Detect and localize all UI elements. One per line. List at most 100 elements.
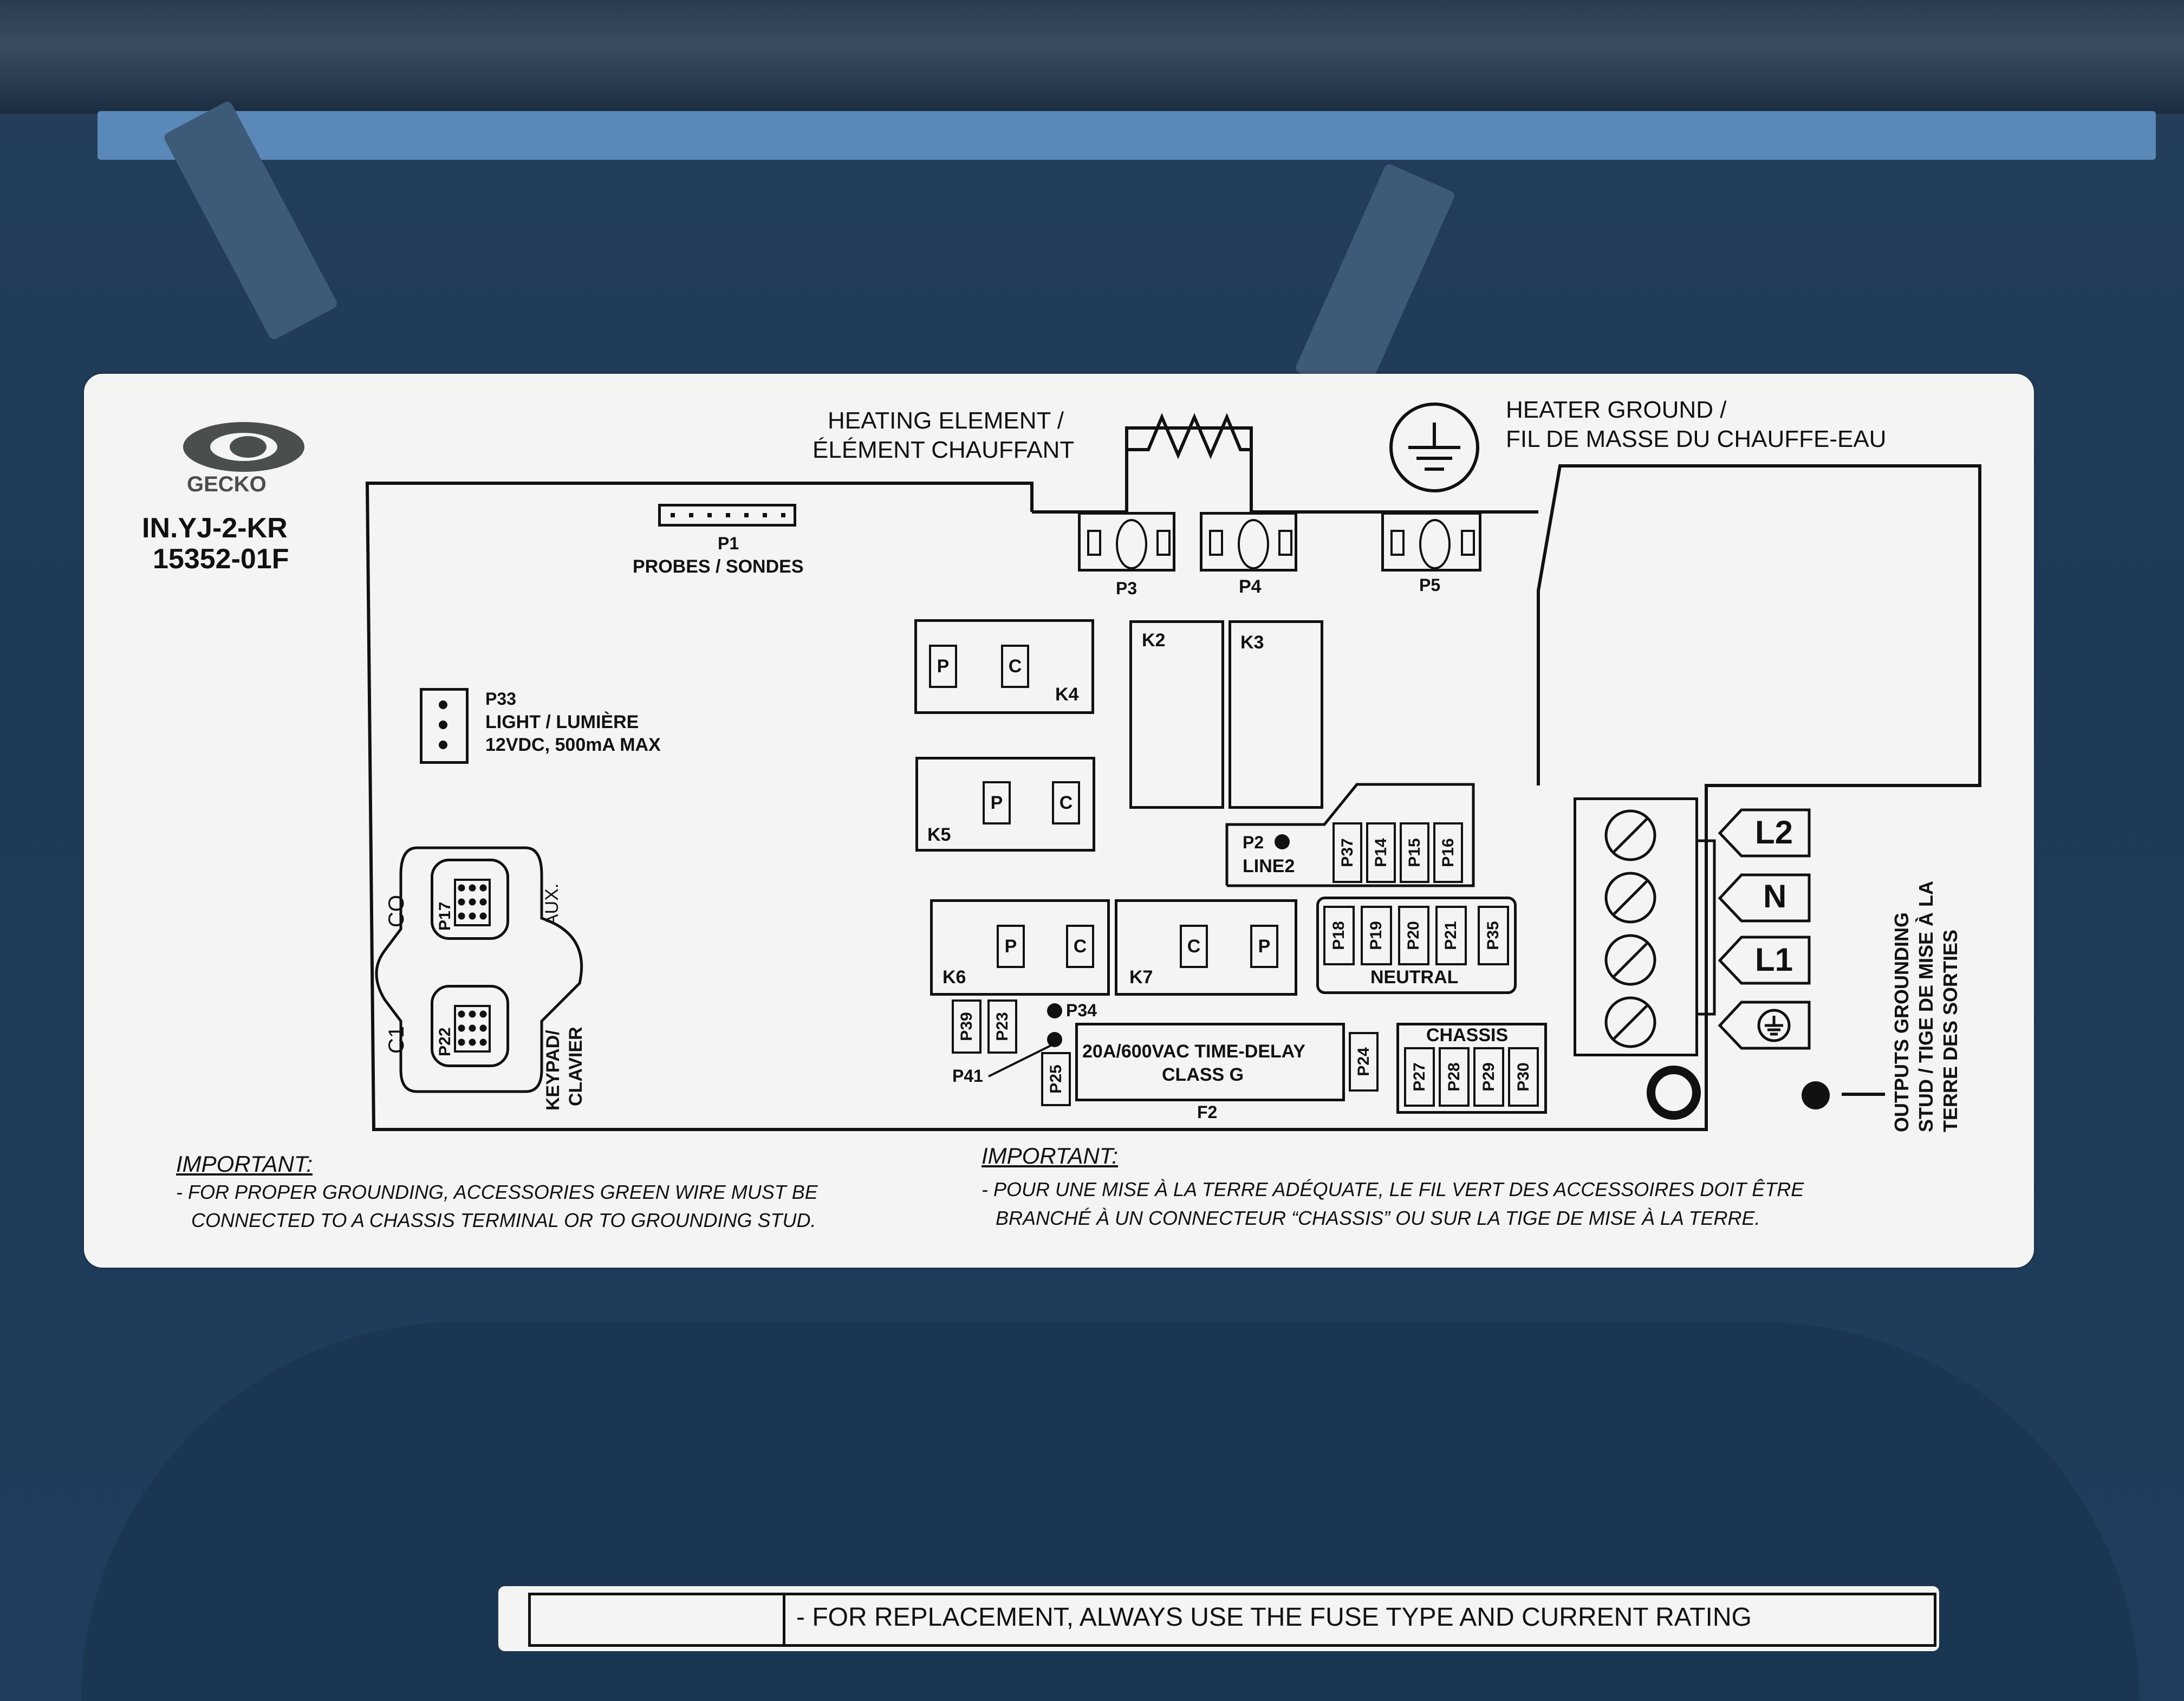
heating-element-line2: ÉLÉMENT CHAUFFANT [812,437,1075,463]
p30-terminal: P30 [1508,1047,1539,1107]
p39-terminal: P39 [952,999,981,1054]
important-fr-line2: BRANCHÉ À UN CONNECTEUR “CHASSIS” OU SUR… [996,1207,1760,1229]
chassis-block [1396,1023,1547,1114]
light-label: LIGHT / LUMIÈRE [485,712,639,732]
important-fr-title: IMPORTANT: [981,1143,1118,1168]
outputs-grounding-line3: TERRE DES SORTIES [1939,929,1961,1132]
p4-label: P4 [1239,576,1262,597]
relay-k4-c: C [1001,645,1029,688]
neutral-block [1316,897,1517,994]
heater-ground-line2: FIL DE MASSE DU CHAUFFE-EAU [1506,426,1887,452]
p4-connector [1200,512,1297,572]
probes-label: PROBES / SONDES [633,556,804,577]
heating-element-line1: HEATING ELEMENT / [828,407,1064,434]
outputs-grounding-line1: OUTPUTS GROUNDING [1890,912,1913,1132]
light-rating: 12VDC, 500mA MAX [485,735,661,755]
relay-k2 [1129,620,1224,809]
relay-k3-label: K3 [1240,632,1264,653]
p34-dot-icon [1047,1003,1062,1018]
p22-connector [431,985,509,1067]
important-en-line2: CONNECTED TO A CHASSIS TERMINAL OR TO GR… [191,1209,816,1231]
relay-k5-label: K5 [927,824,951,845]
p1-connector [658,504,796,527]
p35-terminal: P35 [1478,906,1509,965]
relay-k7 [1115,899,1297,996]
fuse-f2 [1075,1023,1345,1101]
line2-label: LINE2 [1243,856,1295,877]
p25-terminal: P25 [1041,1052,1071,1106]
wiring-label [84,374,2034,1268]
chassis-label: CHASSIS [1426,1025,1509,1046]
relay-k3 [1228,620,1323,809]
heater-ground-line1: HEATER GROUND / [1506,397,1727,423]
p18-terminal: P18 [1323,906,1355,965]
relay-k2-label: K2 [1142,630,1166,651]
relay-k7-c: C [1180,925,1208,968]
line2-block [1225,783,1475,887]
relay-k5 [915,757,1095,852]
p19-terminal: P19 [1361,906,1392,965]
p34-label: P34 [1066,1001,1097,1020]
relay-k7-label: K7 [1129,967,1153,988]
relay-k5-c: C [1052,781,1080,824]
p33-label: P33 [485,689,516,709]
keypad-aux-housing [375,846,583,1093]
terminal-l2: L2 [1755,814,1793,851]
relay-k5-p: P [983,781,1011,824]
p23-terminal: P23 [987,999,1017,1054]
important-en-line1: - FOR PROPER GROUNDING, ACCESSORIES GREE… [176,1181,818,1203]
p15-terminal: P15 [1400,822,1429,883]
p41-label: P41 [952,1066,983,1086]
gecko-logo-icon [183,422,304,472]
clavier-label: CLAVIER [566,1027,586,1106]
p14-terminal: P14 [1366,822,1396,883]
terminal-l1: L1 [1755,942,1793,978]
p16-terminal: P16 [1433,822,1463,883]
keypad-label: KEYPAD/ [543,1030,563,1111]
fuse-rating: 20A/600VAC TIME-DELAY [1082,1041,1305,1062]
part-number: 15352-01F [153,543,289,575]
p27-terminal: P27 [1404,1047,1435,1107]
model-number: IN.YJ-2-KR [142,512,288,544]
terminal-tags [1718,808,1811,1050]
grounding-stud-icon [1802,1081,1830,1109]
brand-name: GECKO [187,472,266,496]
relay-k6-c: C [1066,925,1094,968]
p2-dot-icon [1275,834,1290,849]
co-label: CO [385,895,408,927]
p33-connector [420,688,469,764]
lower-label-divider [783,1593,785,1647]
relay-k6 [930,899,1110,996]
top-lip [98,111,2156,160]
p37-terminal: P37 [1332,822,1362,883]
relay-k7-p: P [1250,925,1278,968]
terminal-n: N [1763,878,1787,914]
top-rail [0,0,2184,114]
p5-connector [1381,512,1481,572]
neutral-label: NEUTRAL [1370,967,1459,988]
important-en-title: IMPORTANT: [176,1151,313,1177]
lower-label-text: - FOR REPLACEMENT, ALWAYS USE THE FUSE T… [796,1603,1752,1632]
relay-k6-label: K6 [942,967,966,988]
relay-k4-label: K4 [1055,684,1079,705]
relay-k6-p: P [997,925,1025,968]
p1-label: P1 [718,534,739,553]
p17-label: P17 [436,901,454,931]
p3-label: P3 [1116,579,1138,598]
terminal-block [1574,797,1698,1056]
fuse-f2-label: F2 [1197,1102,1218,1122]
p20-terminal: P20 [1398,906,1429,965]
p29-terminal: P29 [1473,1047,1504,1107]
c1-label: C1 [385,1025,408,1054]
p3-connector [1078,512,1175,572]
relay-k4-p: P [929,645,957,688]
p22-label: P22 [436,1027,454,1056]
p24-terminal: P24 [1349,1032,1379,1092]
outputs-grounding-line2: STUD / TIGE DE MISE À LA [1915,880,1937,1132]
fuse-class: CLASS G [1162,1064,1244,1085]
relay-k4 [914,619,1094,714]
p5-label: P5 [1419,575,1441,595]
p2-label: P2 [1243,833,1264,852]
p17-connector [431,859,509,940]
p28-terminal: P28 [1439,1047,1470,1107]
